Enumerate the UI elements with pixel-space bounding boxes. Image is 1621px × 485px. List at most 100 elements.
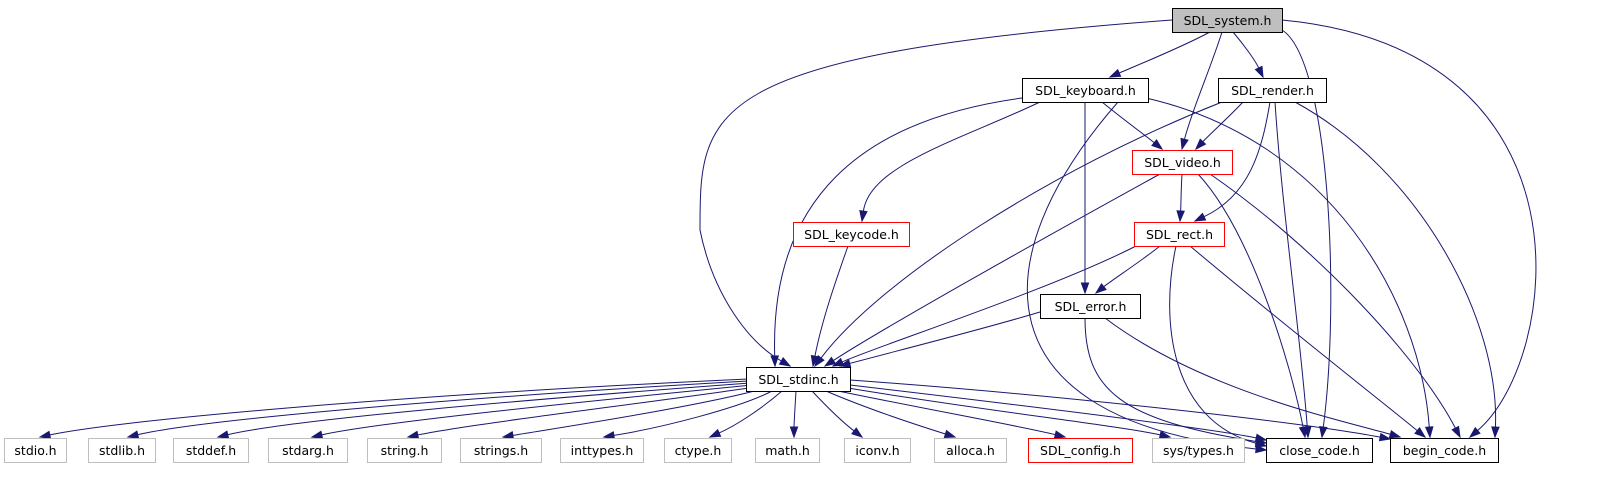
arrowhead-icon — [1194, 138, 1207, 151]
edge-line — [774, 97, 1023, 357]
node-label: strings.h — [474, 443, 528, 458]
node-label: close_code.h — [1279, 443, 1360, 458]
node-box — [1040, 294, 1141, 319]
arrowhead-icon — [126, 430, 140, 439]
arrowhead-icon — [406, 430, 420, 440]
node-box — [1390, 438, 1499, 463]
edge-line — [1026, 101, 1257, 450]
node-inttypes: inttypes.h — [560, 438, 644, 463]
edge-sdl-stdinc-to-begin-code — [849, 379, 1392, 442]
node-label: stdio.h — [14, 443, 56, 458]
edge-sdl-stdinc-to-sdl-config — [837, 390, 1067, 439]
arrowhead-icon — [1108, 68, 1122, 78]
edge-sdl-rect-to-sdl-stdinc — [831, 245, 1137, 367]
arrowhead-icon — [1053, 430, 1067, 439]
arrowhead-icon — [38, 430, 52, 440]
edge-line — [1145, 97, 1430, 428]
node-sdl-keycode[interactable]: SDL_keycode.h — [793, 222, 910, 247]
arrowhead-icon — [851, 427, 864, 438]
edge-sdl-stdinc-to-stddef — [216, 382, 751, 439]
node-sdl-error[interactable]: SDL_error.h — [1040, 294, 1141, 319]
node-alloca: alloca.h — [934, 438, 1007, 463]
node-begin-code[interactable]: begin_code.h — [1390, 438, 1499, 463]
node-sdl-video[interactable]: SDL_video.h — [1132, 150, 1233, 175]
node-label: SDL_error.h — [1055, 299, 1127, 314]
edge-sdl-rect-to-begin-code — [1189, 245, 1427, 438]
edge-sdl-system-to-sdl-render — [1232, 31, 1264, 79]
node-label: SDL_stdinc.h — [758, 372, 838, 387]
node-box — [1152, 438, 1245, 463]
node-label: SDL_system.h — [1184, 13, 1272, 28]
node-math: math.h — [755, 438, 820, 463]
node-sdl-keyboard[interactable]: SDL_keyboard.h — [1022, 78, 1149, 103]
edge-line — [1294, 101, 1497, 428]
arrowhead-icon — [1094, 283, 1107, 294]
node-box — [793, 222, 910, 247]
arrowhead-icon — [310, 430, 324, 439]
arrowhead-icon — [810, 354, 820, 368]
node-label: stddef.h — [186, 443, 236, 458]
node-box — [1266, 438, 1373, 463]
edge-sdl-keyboard-to-sdl-video — [1101, 101, 1164, 150]
edge-line — [820, 101, 1223, 359]
node-sdl-rect[interactable]: SDL_rect.h — [1134, 222, 1225, 247]
node-close-code[interactable]: close_code.h — [1266, 438, 1373, 463]
edge-line — [1104, 317, 1391, 435]
edge-sdl-render-to-begin-code — [1294, 101, 1500, 439]
arrowhead-icon — [1298, 425, 1308, 439]
node-strings: strings.h — [460, 438, 542, 463]
edge-sdl-keyboard-to-close-code — [1026, 101, 1268, 454]
node-label: begin_code.h — [1403, 443, 1486, 458]
node-box — [1172, 8, 1283, 33]
edge-sdl-stdinc-to-stdlib — [126, 380, 749, 439]
node-label: sys/types.h — [1163, 443, 1234, 458]
edge-sdl-stdinc-to-alloca — [825, 390, 957, 438]
edge-sdl-stdinc-to-math — [789, 390, 799, 439]
edge-line — [837, 390, 1056, 436]
edge-line — [227, 382, 751, 436]
arrowhead-icon — [943, 429, 957, 438]
node-label: SDL_keycode.h — [804, 227, 899, 242]
edge-line — [825, 390, 946, 435]
edge-sdl-render-to-sdl-video — [1194, 101, 1244, 151]
edge-sdl-stdinc-to-close-code — [849, 384, 1268, 443]
edge-line — [718, 390, 783, 434]
node-sdl-render[interactable]: SDL_render.h — [1218, 78, 1327, 103]
node-box — [1218, 78, 1327, 103]
node-sdl-config[interactable]: SDL_config.h — [1028, 438, 1133, 463]
edge-line — [1274, 101, 1308, 428]
edge-line — [1209, 173, 1456, 429]
node-box — [1132, 150, 1233, 175]
node-label: stdlib.h — [99, 443, 145, 458]
edge-line — [1203, 101, 1271, 218]
arrowhead-icon — [823, 356, 837, 367]
node-box — [460, 438, 542, 463]
edge-sdl-render-to-sdl-rect — [1193, 101, 1271, 222]
edge-line — [417, 386, 757, 436]
node-box — [934, 438, 1007, 463]
node-box — [560, 438, 644, 463]
edge-sdl-video-to-sdl-stdinc — [823, 173, 1161, 367]
edge-line — [1101, 101, 1155, 144]
node-box — [1134, 222, 1225, 247]
arrowhead-icon — [1254, 433, 1268, 443]
node-sdl-system[interactable]: SDL_system.h — [1172, 8, 1283, 33]
node-box — [844, 438, 911, 463]
edge-sdl-stdinc-to-stdarg — [310, 384, 753, 439]
node-label: ctype.h — [675, 443, 722, 458]
arrowhead-icon — [831, 357, 845, 367]
edge-line — [1118, 31, 1211, 74]
edge-sdl-error-to-begin-code — [1104, 317, 1402, 439]
edge-sdl-rect-to-close-code — [1169, 245, 1268, 448]
node-stdlib: stdlib.h — [88, 438, 156, 463]
node-label: SDL_video.h — [1144, 155, 1221, 170]
edge-sdl-error-to-close-code — [1084, 317, 1268, 446]
node-sdl-stdinc[interactable]: SDL_stdinc.h — [746, 367, 851, 392]
node-ctype: ctype.h — [664, 438, 732, 463]
edge-line — [512, 388, 763, 436]
arrowhead-icon — [789, 426, 799, 439]
arrowhead-icon — [1158, 430, 1172, 439]
edge-sdl-video-to-sdl-rect — [1176, 173, 1185, 223]
